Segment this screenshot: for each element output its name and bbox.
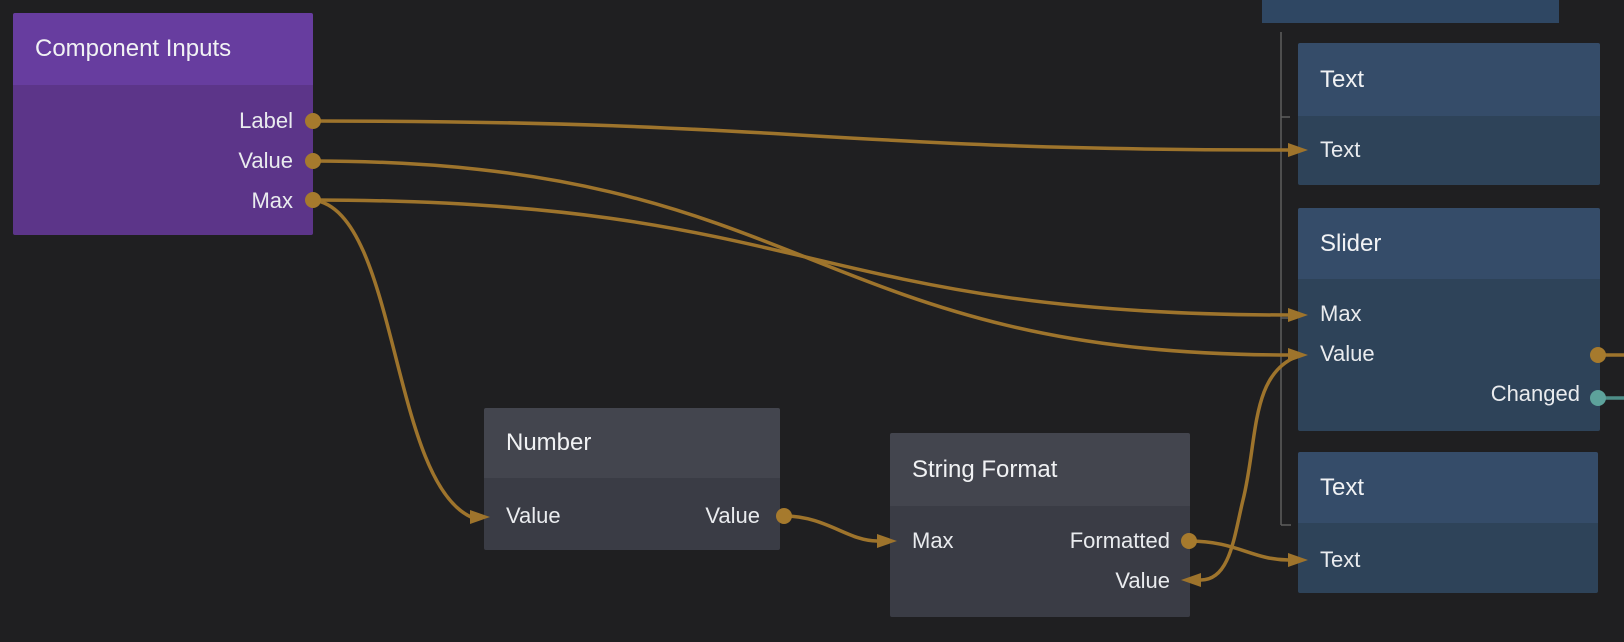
node-title: String Format bbox=[912, 455, 1058, 483]
wire-max-to-slider-max[interactable] bbox=[312, 198, 1290, 317]
node-header[interactable]: Slider bbox=[1298, 208, 1600, 279]
wire-slider-value-to-stringformat-value[interactable] bbox=[1200, 354, 1299, 582]
node-title: Component Inputs bbox=[35, 35, 232, 62]
port-label: Value bbox=[1115, 568, 1170, 593]
port-row-max-formatted[interactable]: Max Formatted bbox=[890, 521, 1190, 561]
port-row-value[interactable]: Value bbox=[1298, 334, 1600, 374]
node-number[interactable]: Number Value Value bbox=[484, 408, 780, 550]
port-label: Value bbox=[705, 503, 760, 528]
port-label: Value bbox=[238, 148, 293, 173]
guide-bracket bbox=[1280, 32, 1296, 526]
node-component-inputs[interactable]: Component Inputs Label Value Max bbox=[13, 13, 313, 235]
port-row-value[interactable]: Value Value bbox=[484, 496, 780, 536]
port-row-changed-output[interactable]: Changed bbox=[1298, 374, 1600, 414]
port-label: Value bbox=[1320, 341, 1375, 366]
node-text-bottom[interactable]: Text Text bbox=[1298, 452, 1598, 593]
node-header[interactable]: Text bbox=[1298, 43, 1600, 116]
offscreen-node-header[interactable] bbox=[1262, 0, 1559, 23]
port-label: Text bbox=[1320, 547, 1361, 572]
port-label: Max bbox=[1320, 301, 1362, 326]
port-label: Max bbox=[251, 188, 293, 213]
node-title: Text bbox=[1320, 65, 1365, 93]
port-label: Text bbox=[1320, 137, 1361, 162]
node-slider[interactable]: Slider Max Value Changed bbox=[1298, 208, 1600, 431]
port-row-label-output[interactable]: Label bbox=[13, 101, 313, 141]
port-label: Changed bbox=[1490, 381, 1580, 406]
node-string-format[interactable]: String Format Max Formatted Value bbox=[890, 433, 1190, 617]
wire-max-to-number-value[interactable] bbox=[312, 198, 472, 519]
port-row-max-input[interactable]: Max bbox=[1298, 294, 1600, 334]
port-row-text-input[interactable]: Text bbox=[1298, 540, 1598, 580]
wire-label-to-text-top[interactable] bbox=[312, 119, 1290, 152]
wire-number-to-stringformat-max[interactable] bbox=[783, 514, 878, 543]
wire-formatted-to-text-bottom[interactable] bbox=[1188, 539, 1290, 562]
node-header[interactable]: Number bbox=[484, 408, 780, 478]
port-row-text-input[interactable]: Text bbox=[1298, 130, 1600, 170]
port-row-value-output[interactable]: Value bbox=[13, 141, 313, 181]
port-row-max-output[interactable]: Max bbox=[13, 181, 313, 221]
node-title: Text bbox=[1320, 473, 1365, 501]
wire-value-to-slider-value[interactable] bbox=[312, 159, 1290, 357]
port-label: Max bbox=[912, 528, 954, 553]
node-header[interactable]: String Format bbox=[890, 433, 1190, 506]
port-label: Label bbox=[239, 108, 293, 133]
node-title: Slider bbox=[1320, 229, 1382, 257]
node-title: Number bbox=[506, 429, 592, 456]
port-label: Value bbox=[506, 503, 561, 528]
node-header[interactable]: Text bbox=[1298, 452, 1598, 523]
port-label: Formatted bbox=[1069, 528, 1170, 553]
port-row-value-input[interactable]: Value bbox=[890, 561, 1190, 601]
node-header[interactable]: Component Inputs bbox=[13, 13, 313, 85]
node-text-top[interactable]: Text Text bbox=[1298, 43, 1600, 185]
